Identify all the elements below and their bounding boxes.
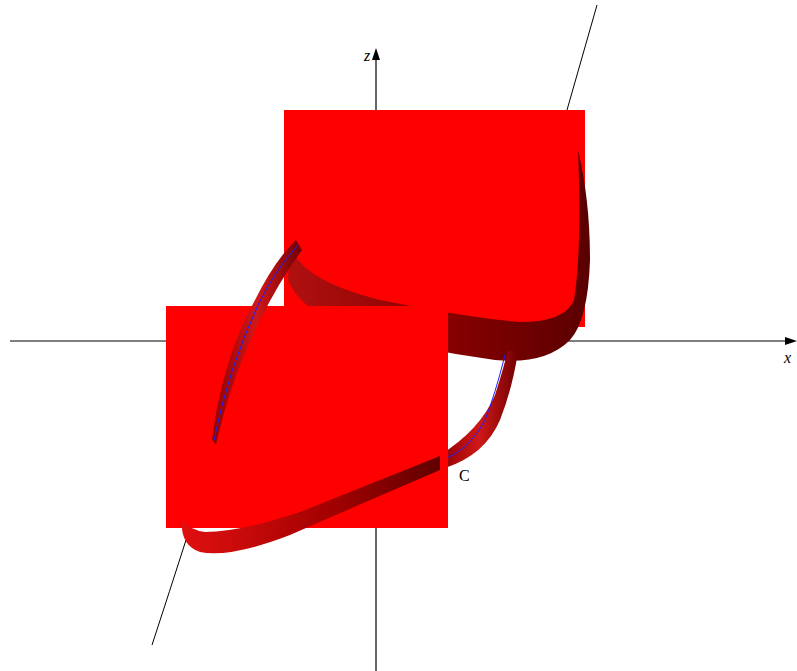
axis-arrowhead	[372, 48, 380, 60]
axis-line	[567, 5, 597, 110]
surface-band	[182, 456, 440, 553]
curve	[214, 245, 298, 440]
axis-arrowhead	[785, 337, 797, 345]
axis-label: x	[784, 350, 791, 366]
surface-strand	[212, 240, 302, 445]
surface-strand	[440, 350, 518, 468]
axis-label: C	[459, 468, 470, 484]
curve	[442, 355, 505, 460]
axis-label: z	[364, 48, 370, 64]
plane-square	[166, 306, 448, 528]
axis-line	[152, 540, 186, 645]
